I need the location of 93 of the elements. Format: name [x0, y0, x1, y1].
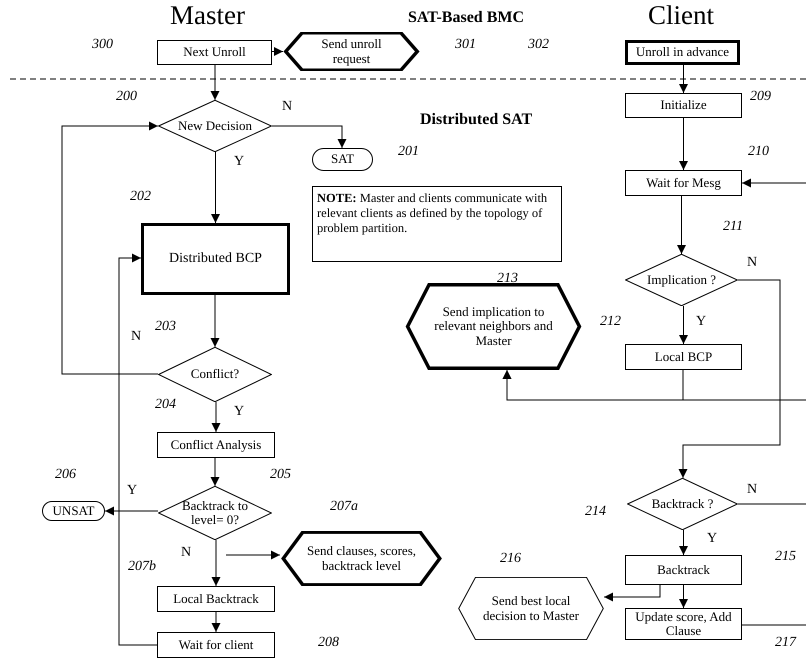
node-text: Conflict?: [190, 367, 240, 382]
hexagon-shape: [458, 577, 604, 640]
arrow: [210, 294, 220, 348]
process-box: [141, 223, 290, 295]
reference-number: 214: [585, 505, 606, 519]
node-text: Initialize: [660, 98, 707, 113]
arrow: [272, 47, 284, 56]
arrow: [604, 584, 660, 602]
node-text: NOTE: Master and clients communicate with relevant clients as defined by the topology of problem partition.: [317, 191, 548, 236]
arrow: [118, 254, 158, 646]
process-box: [157, 586, 275, 612]
arrow: [104, 506, 158, 516]
node-text: Backtrack: [657, 562, 710, 578]
node-text: Wait for client: [178, 638, 254, 652]
hexagon-shape: [280, 531, 443, 586]
connector-line: [742, 624, 806, 626]
hexagon-shape: [283, 32, 420, 71]
title: SAT-Based BMC: [408, 10, 524, 26]
arrow: [679, 530, 688, 556]
node-text: Conflict Analysis: [170, 438, 262, 452]
reference-number: 204: [155, 398, 176, 412]
arrow: [679, 306, 688, 344]
node-text: Implication ?: [646, 272, 717, 288]
reference-number: 207a: [330, 500, 358, 514]
node-text: Send clauses, scores, backtrack level: [306, 544, 418, 573]
arrow: [679, 584, 688, 608]
process-box: [625, 608, 742, 640]
node-text: Local BCP: [654, 350, 712, 364]
reference-number: 201: [398, 145, 419, 159]
node-text: Send best local decision to Master: [482, 594, 580, 623]
reference-number: 216: [500, 552, 521, 566]
reference-number: 215: [775, 550, 796, 564]
hexagon-shape: [404, 283, 583, 370]
reference-number: 212: [600, 315, 621, 329]
node-text: Send unroll request: [320, 37, 383, 66]
reference-number: 213: [497, 272, 518, 286]
node-text: Distributed BCP: [169, 251, 262, 267]
reference-number: 211: [723, 220, 743, 234]
heading: Distributed SAT: [420, 112, 532, 128]
process-box: [157, 40, 272, 65]
reference-number: 207b: [128, 560, 156, 574]
arrow: [678, 280, 780, 478]
process-box: [625, 555, 742, 585]
arrow: [210, 64, 220, 100]
arrow: [679, 64, 688, 94]
node-text: Backtrack ?: [650, 496, 714, 512]
node-text: Backtrack to level= 0?: [180, 498, 250, 528]
heading: Client: [648, 2, 714, 29]
reference-number: 300: [92, 38, 113, 52]
reference-number: 208: [318, 636, 339, 650]
reference-number: 302: [528, 38, 549, 52]
node-text: Wait for Mesg: [646, 176, 721, 190]
node-text: Unroll in advance: [636, 45, 730, 60]
node-text: Next Unroll: [183, 45, 246, 60]
process-box: [157, 632, 275, 658]
arrow: [742, 178, 806, 188]
node-text: Local Backtrack: [173, 592, 259, 606]
node-text: SAT: [330, 152, 354, 167]
node-text: New Decision: [176, 118, 253, 134]
process-box: [625, 93, 742, 118]
arrow: [62, 122, 158, 374]
reference-number: 209: [750, 90, 771, 104]
note-box: [312, 186, 562, 262]
process-box: [157, 432, 275, 458]
arrow: [677, 196, 686, 254]
process-box: [625, 344, 742, 370]
arrow: [502, 370, 806, 400]
node-text: Update score, Add Clause: [634, 610, 733, 638]
arrow: [211, 152, 220, 224]
arrow: [212, 540, 220, 586]
process-box: [625, 170, 742, 196]
reference-number: 217: [775, 636, 796, 650]
heading: Master: [170, 2, 245, 29]
reference-number: 200: [116, 90, 137, 104]
reference-number: 206: [55, 468, 76, 482]
reference-number: 301: [455, 38, 476, 52]
reference-number: 202: [130, 190, 151, 204]
node-text: Send implication to relevant neighbors and Master: [433, 305, 554, 348]
arrow: [212, 612, 220, 632]
decision-diamond: [158, 100, 272, 152]
process-box: [625, 40, 740, 65]
arrow: [226, 550, 280, 560]
decision-diamond: [625, 254, 738, 306]
arrow: [212, 402, 220, 432]
arrow: [679, 118, 688, 170]
arrow: [272, 126, 346, 148]
reference-number: 203: [155, 320, 176, 334]
reference-number: 205: [270, 468, 291, 482]
arrow: [210, 458, 220, 486]
decision-diamond: [627, 478, 738, 530]
decision-diamond: [158, 486, 272, 540]
node-text: UNSAT: [52, 504, 94, 518]
reference-number: 210: [748, 145, 769, 159]
